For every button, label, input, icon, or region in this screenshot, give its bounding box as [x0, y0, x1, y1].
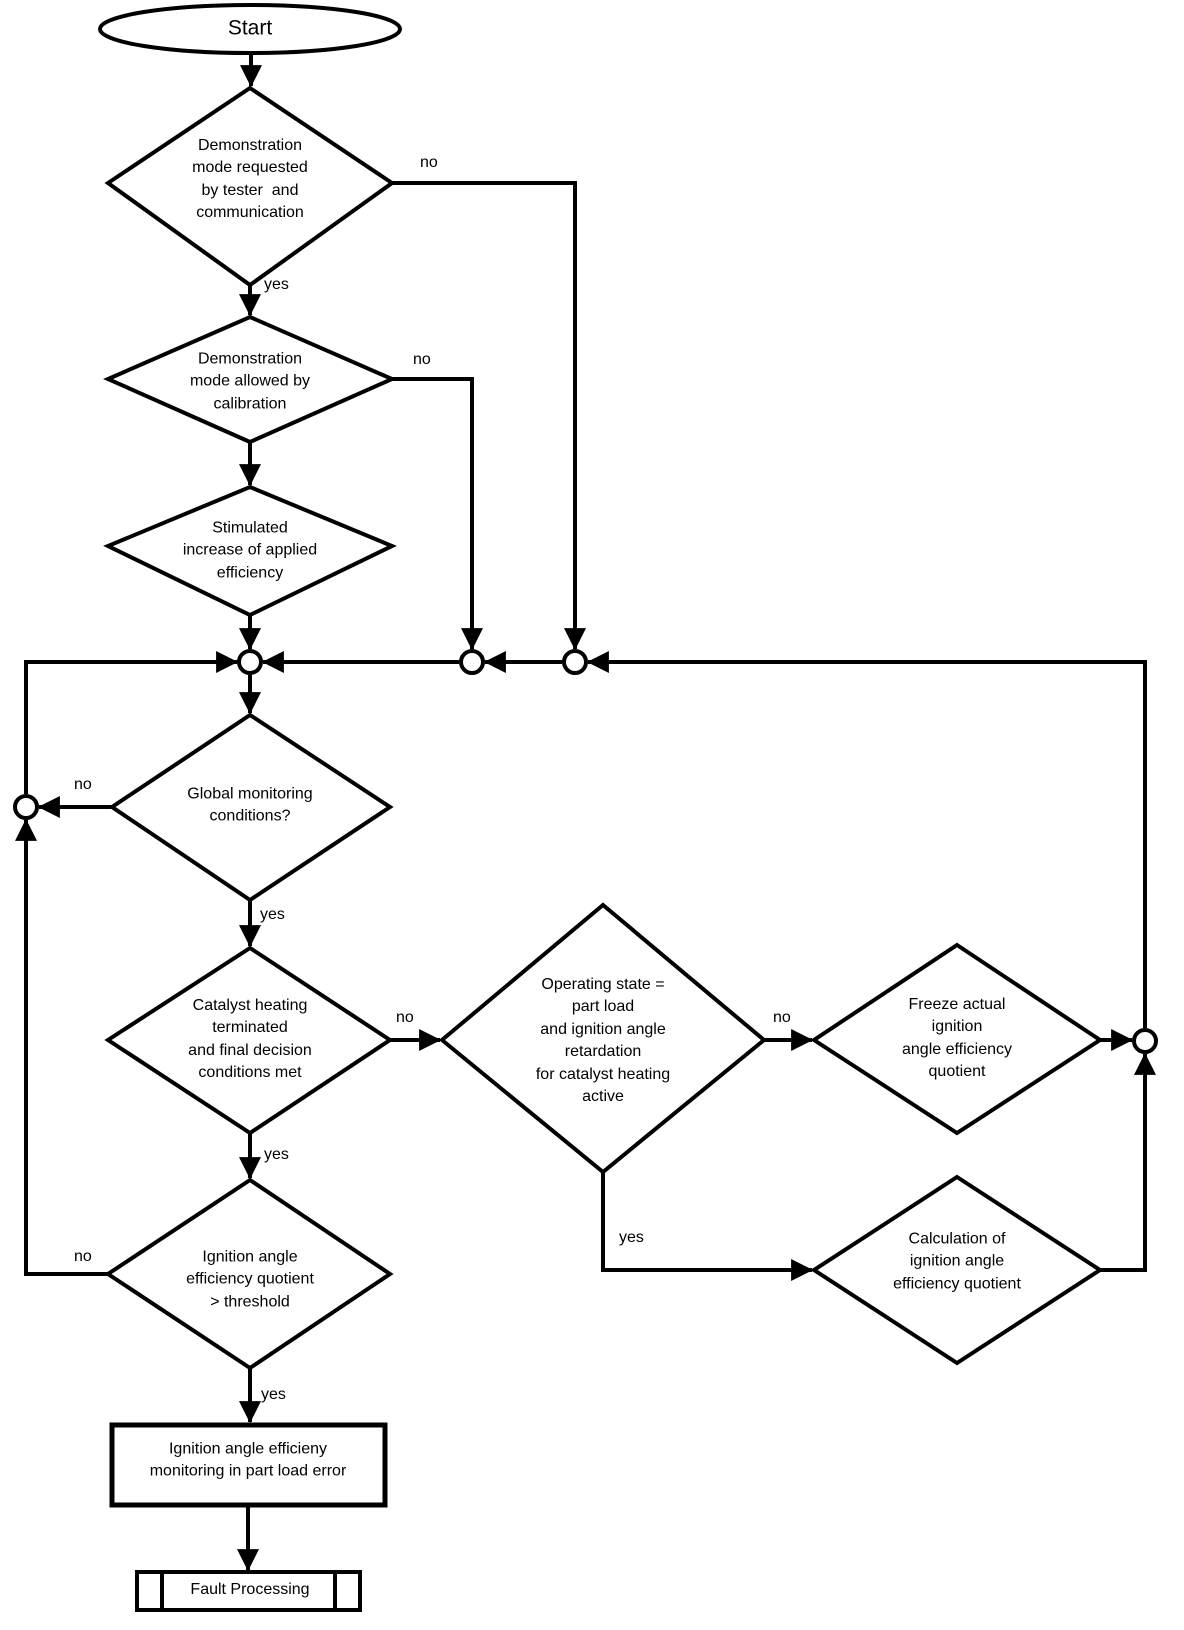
junction-center	[237, 649, 263, 675]
node-threshold-check-shape	[104, 1177, 394, 1371]
node-global-conditions-shape	[108, 712, 394, 903]
node-demo-requested-label: Demonstration mode requested by tester a…	[192, 137, 308, 222]
node-error-action-shape	[109, 1422, 388, 1508]
node-demo-allowed-shape	[103, 314, 397, 445]
node-global-conditions-label: Global monitoring conditions?	[187, 785, 313, 825]
node-start-shape	[98, 3, 402, 55]
label-operating-no: no	[773, 1009, 791, 1026]
node-demo-requested-shape	[104, 85, 396, 288]
junction-left	[13, 794, 39, 820]
node-start-label: Start	[227, 16, 273, 40]
node-fault-processing-label: Fault Processing	[190, 1580, 310, 1598]
node-fault-processing-shape	[135, 1570, 362, 1612]
junction-mid	[459, 649, 485, 675]
node-freeze-quotient-shape	[810, 942, 1104, 1136]
label-demo-requested-no: no	[420, 154, 438, 171]
junctions	[13, 649, 1158, 1054]
label-threshold-no: no	[74, 1248, 92, 1265]
junction-right	[1132, 1028, 1158, 1054]
label-catalyst-no: no	[396, 1009, 414, 1026]
node-shapes	[98, 3, 1104, 1612]
label-threshold-yes: yes	[261, 1386, 286, 1403]
label-operating-yes: yes	[619, 1229, 644, 1246]
edges	[14, 53, 1156, 1572]
label-catalyst-yes: yes	[264, 1146, 289, 1163]
node-catalyst-heating-label: Catalyst heating terminated and final de…	[188, 997, 312, 1082]
node-calc-quotient-shape	[810, 1174, 1104, 1366]
edge-threshold-no	[14, 818, 108, 1276]
edge-right-return	[586, 651, 1147, 1028]
edge-left-return	[24, 651, 239, 794]
edge-demo-requested-no	[392, 181, 586, 651]
node-threshold-check-label: Ignition angle efficiency quotient > thr…	[186, 1248, 314, 1311]
node-error-action-label: Ignition angle efficieny monitoring in p…	[149, 1440, 347, 1480]
label-global-no: no	[74, 776, 92, 793]
node-freeze-quotient-label: Freeze actual ignition angle efficiency …	[902, 996, 1012, 1081]
node-operating-state-label: Operating state = part load and ignition…	[535, 975, 671, 1105]
junction-outer	[562, 649, 588, 675]
node-operating-state-shape	[438, 902, 768, 1175]
node-demo-allowed-label: Demonstration mode allowed by calibratio…	[189, 350, 311, 413]
node-stimulated-label: Stimulated increase of applied efficienc…	[182, 519, 318, 582]
node-stimulated-shape	[103, 484, 397, 618]
label-demo-allowed-no: no	[413, 351, 431, 368]
edge-demo-allowed-no	[392, 377, 483, 651]
label-demo-requested-yes: yes	[264, 276, 289, 293]
edge-operating-yes	[601, 1172, 814, 1281]
label-global-yes: yes	[260, 906, 285, 923]
node-catalyst-heating-shape	[104, 945, 394, 1136]
edge-calc-out	[1100, 1052, 1156, 1272]
node-calc-quotient-label: Calculation of ignition angle efficiency…	[893, 1230, 1021, 1293]
